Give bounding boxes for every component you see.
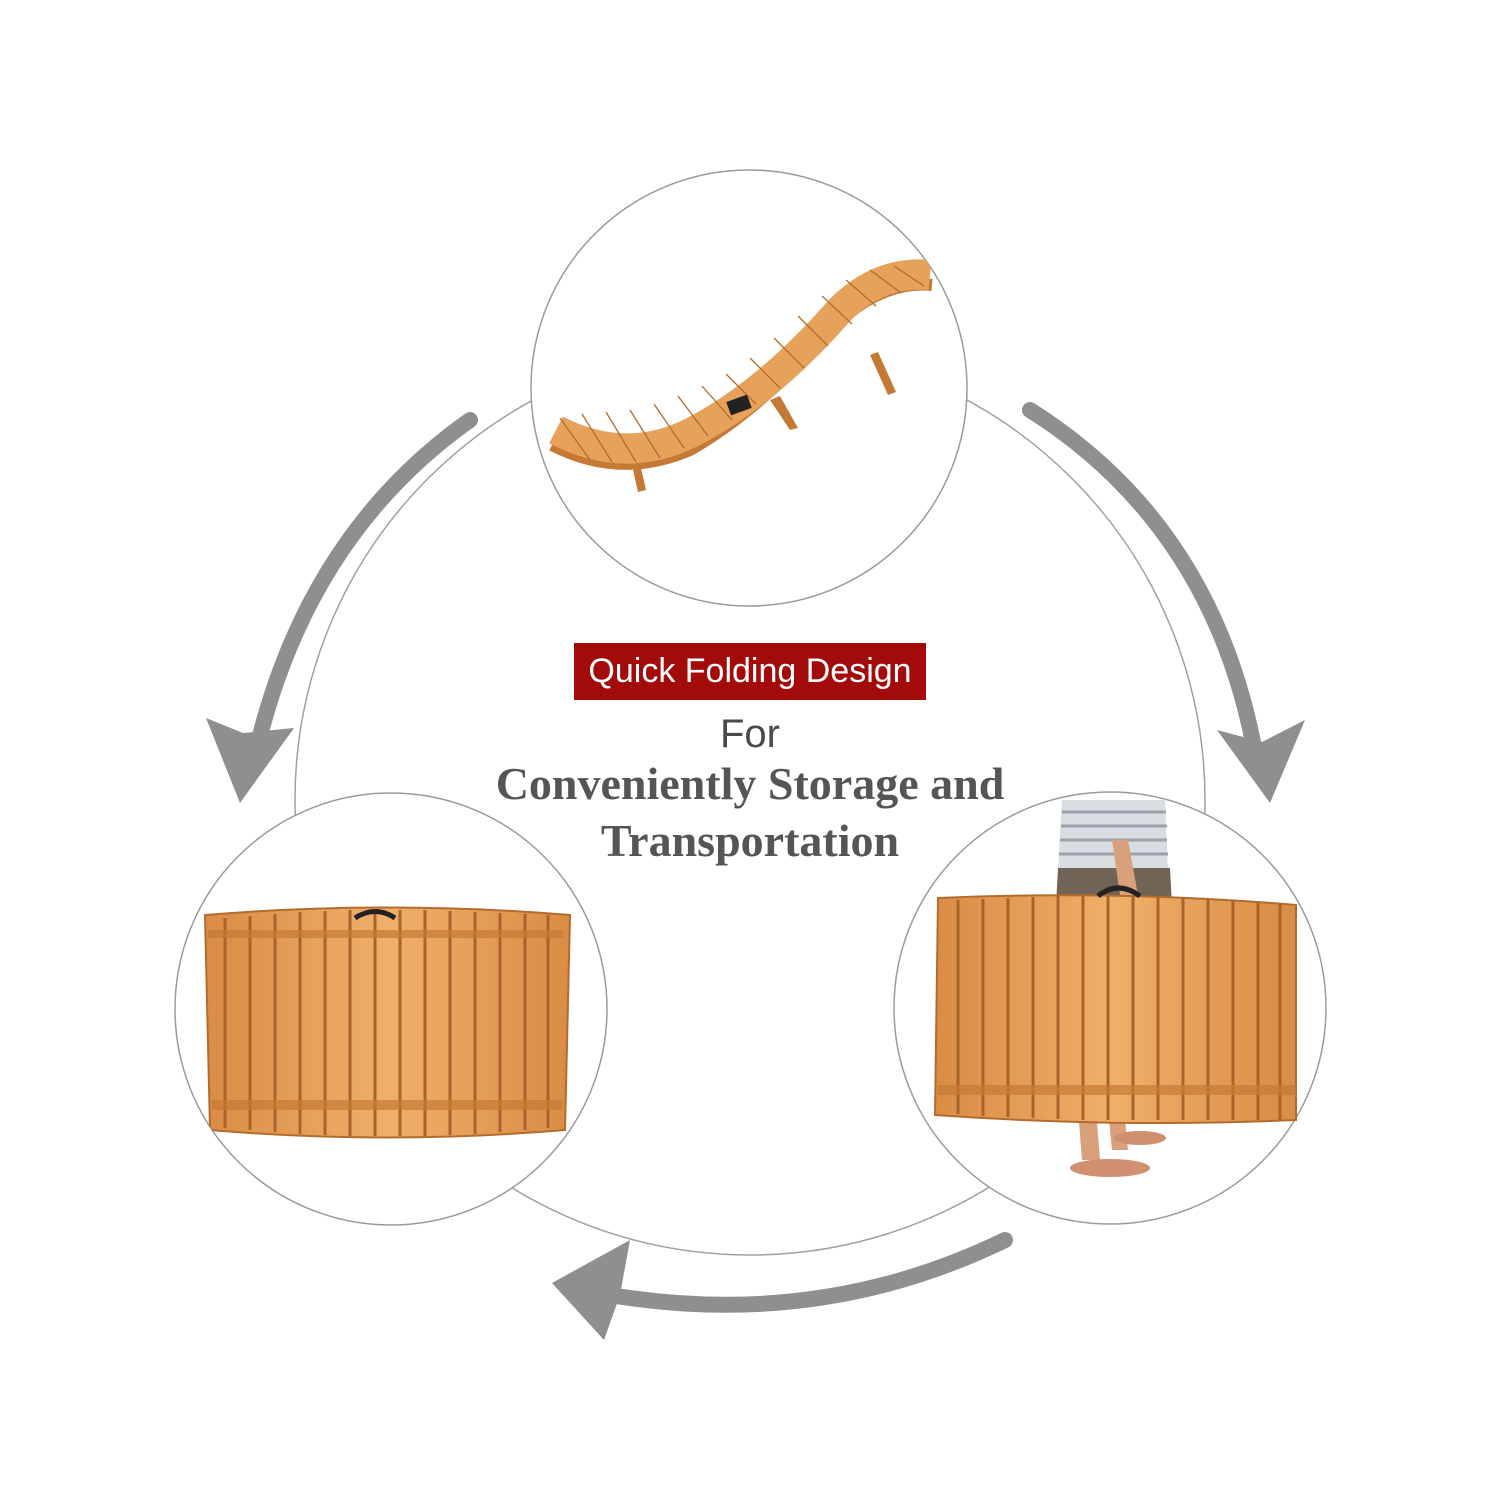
badge-row: Quick Folding Design	[0, 643, 1500, 700]
cycle-arrow-icon	[206, 402, 1305, 1340]
headline-line-1: Conveniently Storage and	[495, 758, 1005, 809]
headline-line-2: Transportation	[600, 815, 900, 866]
folding-lounger-open-photo	[549, 259, 933, 492]
folded-lounger-photo	[203, 906, 572, 1139]
carrying-folded-lounger-photo	[933, 800, 1297, 1177]
for-label: For	[720, 712, 780, 756]
quick-folding-badge: Quick Folding Design	[574, 643, 926, 700]
